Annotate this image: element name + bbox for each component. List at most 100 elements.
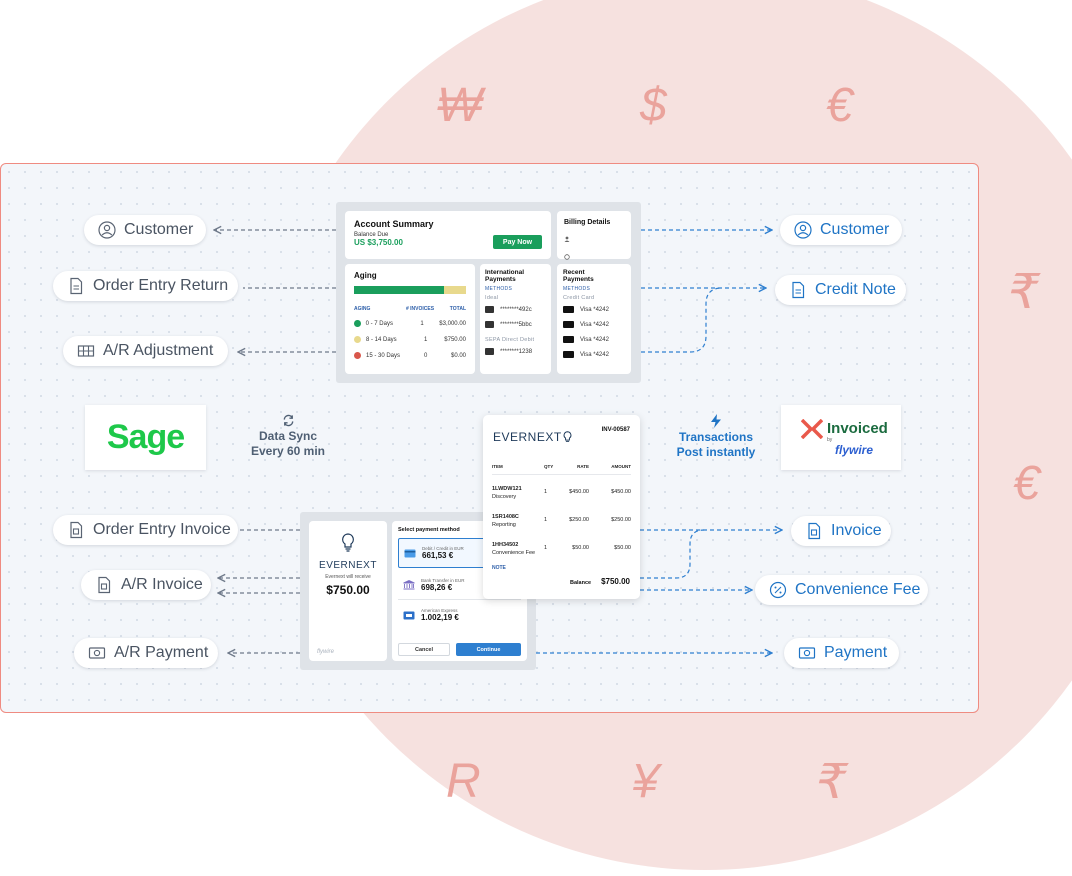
sage-logo: Sage — [85, 405, 206, 470]
merchant-amount: $750.00 — [326, 583, 370, 597]
percent-badge-icon — [769, 581, 787, 599]
transactions-line1: Transactions — [678, 430, 754, 444]
visa-icon — [563, 306, 574, 313]
recent-credit-card-label: Credit Card — [563, 295, 595, 301]
select-method-title: Select payment method — [398, 527, 460, 533]
node-customer-left: Customer — [84, 215, 206, 245]
node-label: A/R Invoice — [121, 576, 203, 593]
bank-icon — [485, 348, 494, 355]
merchant-receives: Evernext will receive — [325, 574, 371, 580]
node-ar-invoice: A/R Invoice — [81, 570, 211, 600]
aging-row-count: 0 — [424, 352, 428, 359]
cancel-button[interactable]: Cancel — [398, 643, 450, 656]
option-label: American Express — [421, 608, 458, 613]
document-icon — [70, 277, 83, 295]
user-icon — [98, 221, 116, 239]
recent-payment-row: Visa *4242 — [563, 336, 625, 343]
intl-title-line1: International — [485, 269, 525, 276]
transactions-label: Transactions Post instantly — [670, 414, 762, 460]
intl-methods-label: METHODS — [485, 286, 513, 292]
flywire-footer: flywire — [317, 649, 335, 655]
node-label: Customer — [124, 221, 194, 238]
payment-option-bank[interactable]: Bank Transfer in EUR 698,26 € — [398, 570, 521, 600]
node-label: Order Entry Invoice — [93, 521, 231, 538]
visa-icon — [563, 336, 574, 343]
ideal-icon — [485, 306, 494, 313]
line-desc: Discovery — [492, 494, 517, 500]
line-code: 1SR1408C — [492, 514, 519, 520]
payment-option-amex[interactable]: American Express 1.002,19 € — [398, 600, 521, 630]
billing-details-title: Billing Details — [564, 219, 611, 226]
aging-header: AGING — [354, 306, 371, 312]
aging-title: Aging — [354, 271, 377, 280]
invoiced-logo: Invoiced by flywire — [781, 405, 901, 470]
aging-card: Aging AGING # INVOICES TOTAL 0 - 7 Days … — [345, 264, 475, 374]
line-rate: $250.00 — [569, 517, 589, 523]
currency-euro: € — [826, 79, 853, 132]
intl-title: International Payments — [485, 269, 546, 283]
line-amount: $450.00 — [611, 489, 631, 495]
aging-row-count: 1 — [424, 336, 428, 343]
customer-portal: Account Summary Balance Due US $3,750.00… — [336, 202, 641, 383]
account-summary-title: Account Summary — [354, 219, 434, 229]
sage-logo-text: Sage — [106, 418, 185, 456]
invoice-icon — [808, 522, 821, 540]
line-code: 1HH34502 — [492, 542, 519, 548]
flywire-brand: flywire — [835, 442, 874, 457]
aging-header: TOTAL — [449, 306, 466, 312]
invoice-header: QTY — [544, 464, 554, 469]
node-payment: Payment — [784, 638, 899, 668]
node-label: A/R Payment — [114, 644, 209, 661]
node-label: Customer — [820, 221, 890, 238]
node-ar-adjustment: A/R Adjustment — [63, 336, 228, 366]
invoice-headers: ITEM QTY RATE AMOUNT — [492, 464, 631, 469]
recent-payment-value: Visa *4242 — [580, 336, 609, 343]
billing-email-icon — [564, 247, 624, 265]
balance-due-value: US $3,750.00 — [354, 238, 403, 247]
line-desc: Reporting — [492, 522, 516, 528]
aging-dot-yellow — [354, 336, 361, 343]
currency-euro-right: € — [1013, 457, 1040, 510]
intl-method-row: ********5bbc — [485, 321, 546, 328]
aging-bar — [354, 286, 466, 294]
invoice-icon — [70, 521, 83, 539]
aging-row: 15 - 30 Days 0 $0.00 — [354, 352, 466, 359]
aging-row-count: 1 — [420, 320, 424, 327]
node-order-entry-invoice: Order Entry Invoice — [53, 515, 238, 545]
aging-row-total: $3,000.00 — [439, 320, 466, 327]
aging-row-label: 0 - 7 Days — [365, 320, 393, 327]
line-amount: $250.00 — [611, 517, 631, 523]
aging-dot-red — [354, 352, 361, 359]
amex-icon — [403, 611, 415, 619]
sync-icon — [283, 414, 293, 427]
currency-rupee-bottom: ₹ — [812, 756, 843, 809]
recent-payment-row: Visa *4242 — [563, 306, 625, 313]
continue-button[interactable]: Continue — [456, 643, 521, 656]
line-qty: 1 — [544, 489, 548, 495]
node-label: Order Entry Return — [93, 277, 229, 294]
line-amount: $50.00 — [614, 545, 631, 551]
invoice-icon — [98, 576, 111, 594]
recent-title-line1: Recent — [563, 269, 585, 276]
intl-card3: ********1238 — [500, 348, 533, 355]
aging-row-label: 8 - 14 Days — [366, 336, 397, 343]
pay-now-button[interactable]: Pay Now — [493, 235, 542, 249]
ideal-icon — [485, 321, 494, 328]
invoice-balance-label: Balance — [569, 580, 592, 586]
recent-payment-row: Visa *4242 — [563, 321, 625, 328]
invoiced-mark-icon — [801, 418, 823, 439]
node-label: A/R Adjustment — [103, 342, 214, 359]
invoice-balance-value: $750.00 — [601, 577, 630, 586]
option-label: Bank Transfer in EUR — [421, 577, 465, 583]
intl-payments-card: International Payments METHODS Ideal ***… — [480, 264, 551, 374]
intl-method-row: ********1238 — [485, 348, 546, 355]
billing-user-icon — [564, 229, 624, 247]
node-credit-note: Credit Note — [775, 275, 906, 305]
aging-row: 0 - 7 Days 1 $3,000.00 — [354, 320, 466, 327]
node-label: Invoice — [831, 522, 882, 539]
invoice-header: RATE — [577, 464, 589, 469]
recent-payment-value: Visa *4242 — [580, 306, 609, 313]
data-sync-line1: Data Sync — [258, 429, 318, 443]
